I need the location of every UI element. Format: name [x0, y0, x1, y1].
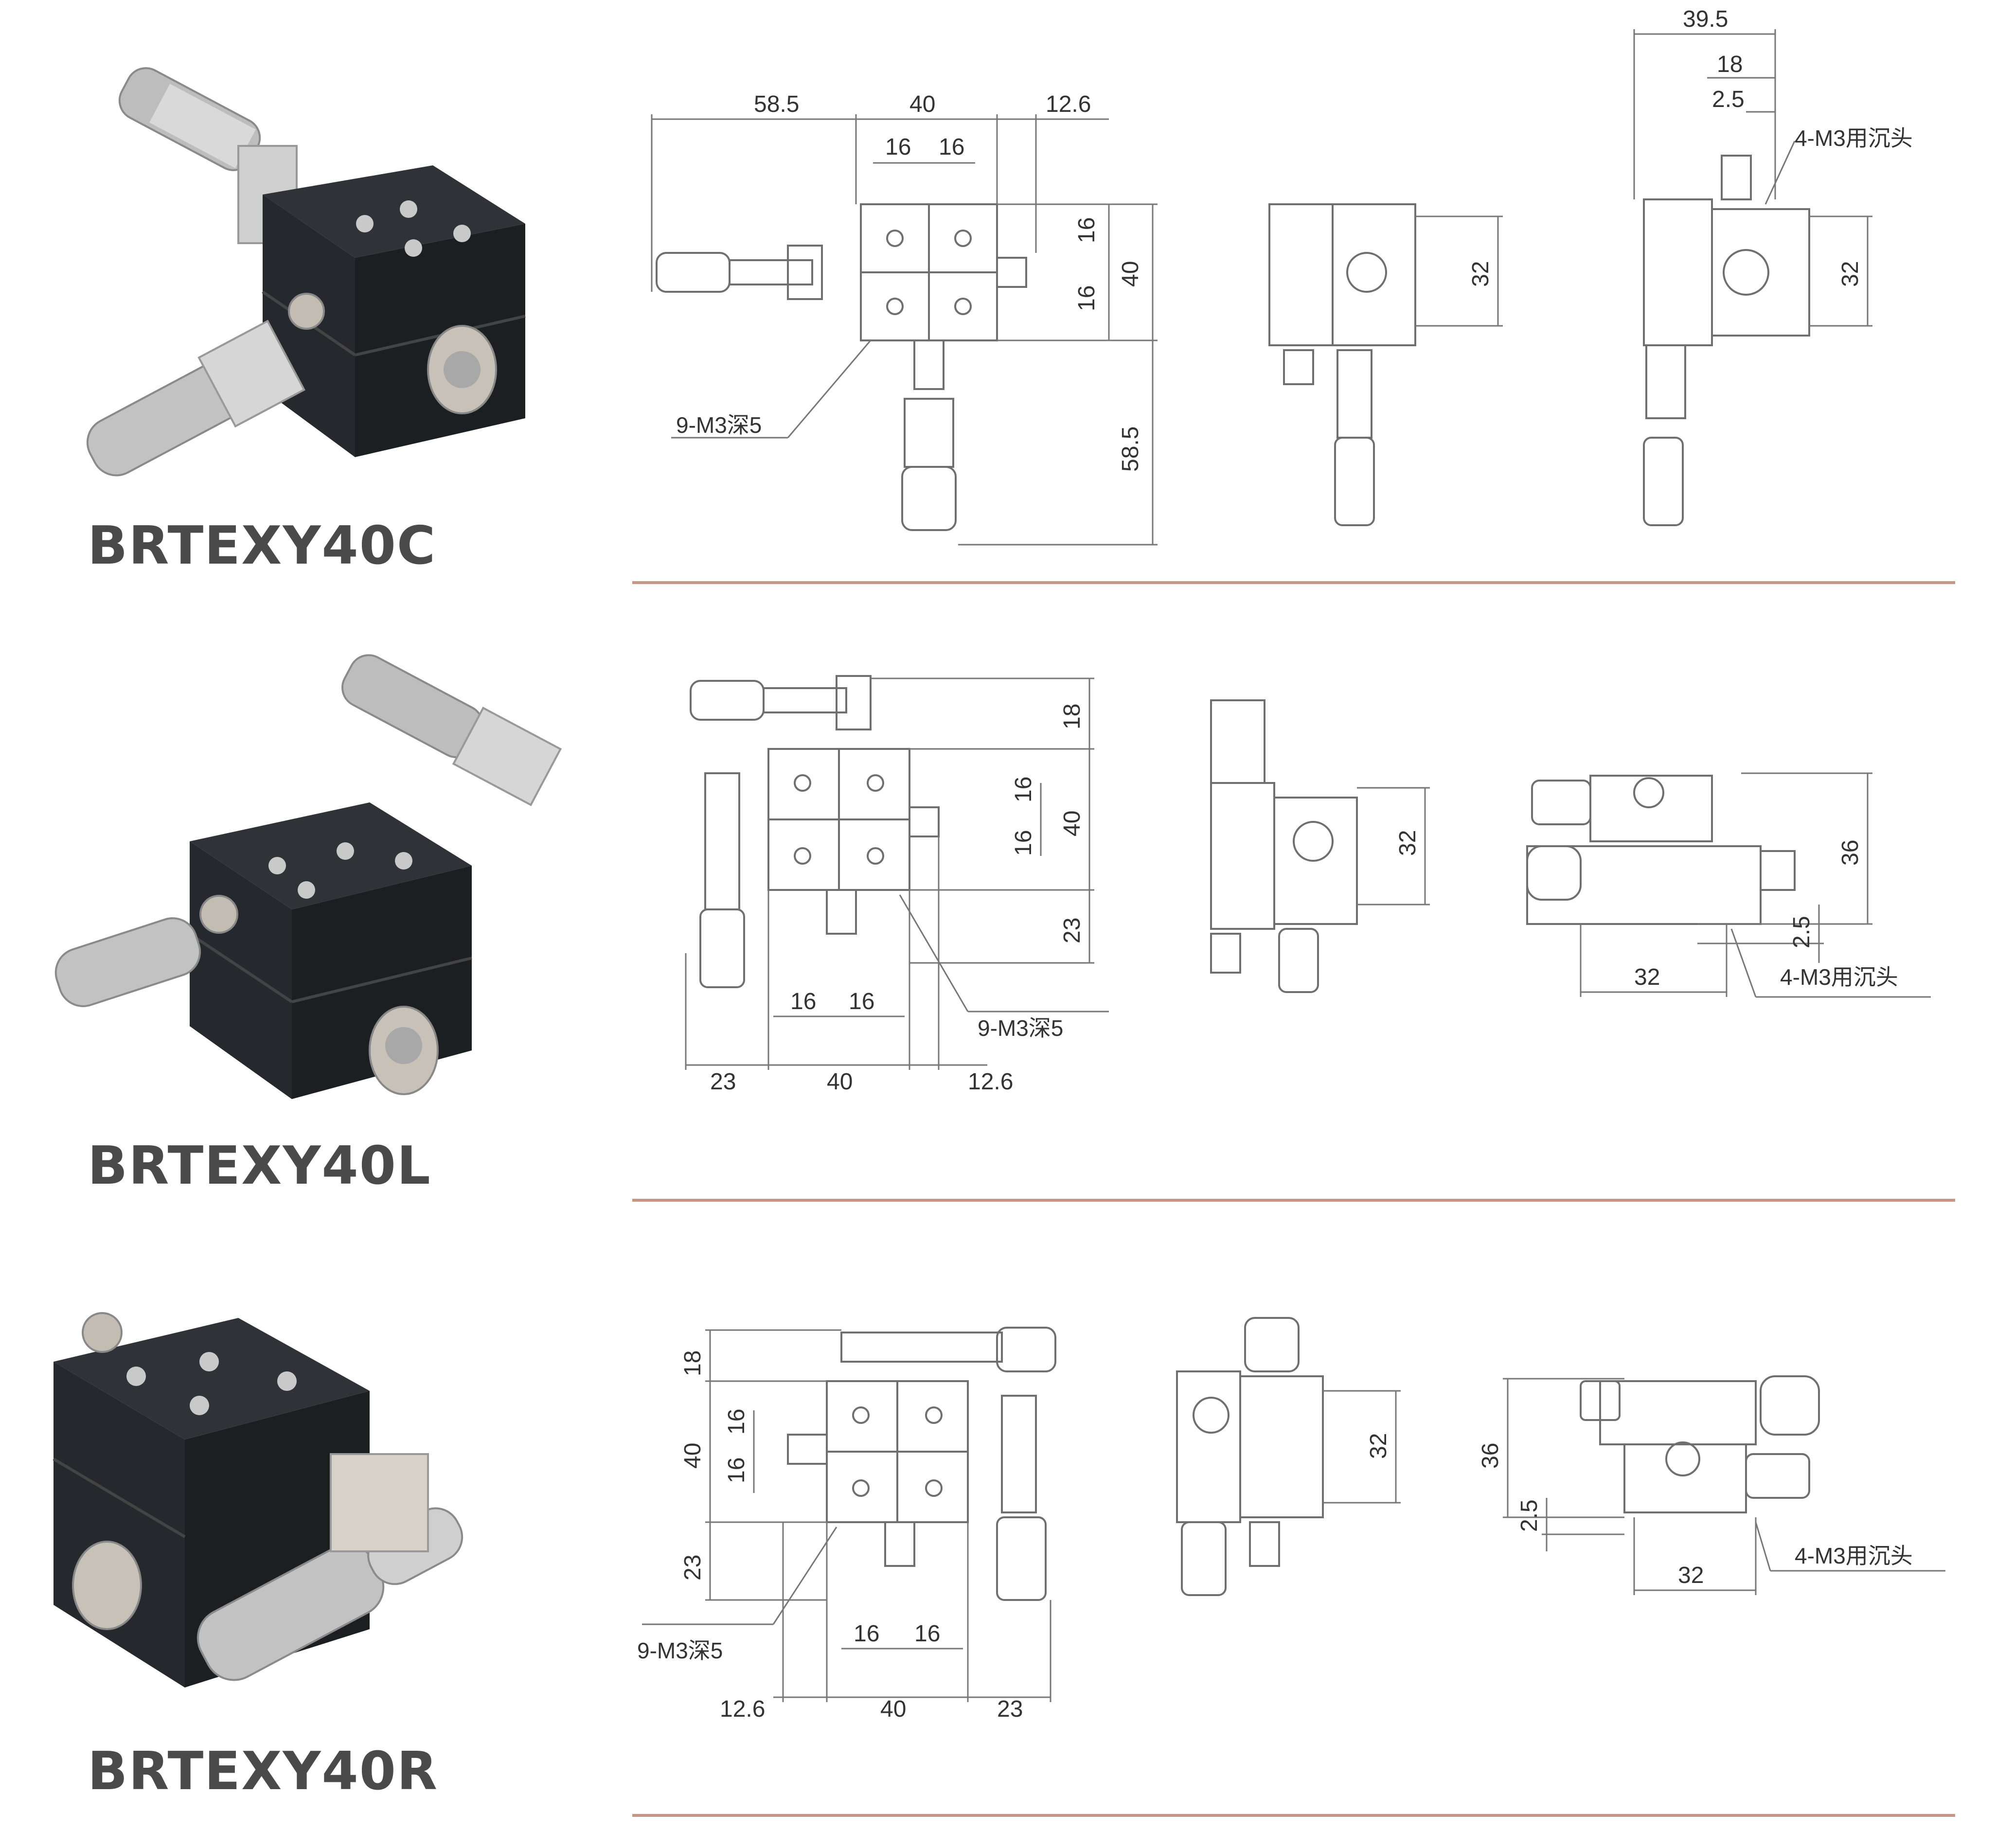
dim-v40: 40	[680, 1443, 706, 1469]
dim-v23: 23	[1059, 918, 1085, 943]
product-photo-40r	[53, 1312, 463, 1688]
end-2-5: 2.5	[1516, 1499, 1542, 1532]
model-name-40c: BRTEXY40C	[88, 515, 437, 576]
holes-note: 9-M3深5	[676, 412, 762, 438]
side-32: 32	[1395, 830, 1421, 856]
dim-v16-a: 16	[1011, 777, 1036, 802]
end-32: 32	[1678, 1563, 1704, 1588]
end-39-5: 39.5	[1683, 6, 1728, 32]
dim-58-5: 58.5	[754, 91, 799, 117]
dim-v18: 18	[680, 1350, 706, 1376]
counter-note: 4-M3用沉头	[1795, 1543, 1913, 1568]
dim-16-b: 16	[939, 134, 964, 160]
holes-note: 9-M3深5	[978, 1015, 1063, 1041]
dimension-drawings-40r: 18 40 16 16 23 9-M3深5 16 16 12.6 40 23 3…	[637, 1317, 1945, 1722]
end-36: 36	[1837, 840, 1863, 866]
product-photo-40c	[86, 67, 526, 477]
dim-v16-b: 16	[724, 1457, 749, 1483]
dim-12-6: 12.6	[968, 1069, 1013, 1095]
dim-v18: 18	[1059, 704, 1085, 729]
dim-v58-5: 58.5	[1118, 426, 1143, 472]
side-32: 32	[1468, 261, 1494, 287]
model-name-40l: BRTEXY40L	[88, 1136, 431, 1196]
end-18: 18	[1717, 52, 1743, 77]
model-name-40r: BRTEXY40R	[88, 1741, 439, 1802]
dim-16-a: 16	[790, 989, 816, 1014]
dim-v16-a: 16	[1074, 217, 1100, 243]
dim-23: 23	[710, 1069, 736, 1095]
end-32: 32	[1634, 964, 1660, 990]
divider-3	[632, 1814, 1955, 1817]
dimension-drawings-40c: 58.5 40 12.6 16 16 16 16 40 58.5 9-M3深5 …	[651, 6, 1913, 546]
product-row-40c: BRTEXY40C	[0, 0, 1996, 608]
counter-note: 4-M3用沉头	[1795, 125, 1913, 151]
product-row-40r: BRTEXY40R 18 40 16 16 23 9-M3深5	[0, 1230, 1996, 1838]
dim-40: 40	[827, 1069, 853, 1095]
divider-2	[632, 1199, 1955, 1202]
dim-12-6: 12.6	[720, 1696, 765, 1722]
dim-12-6: 12.6	[1046, 91, 1091, 117]
dim-v40: 40	[1059, 811, 1085, 836]
end-32: 32	[1837, 261, 1863, 287]
dim-16-b: 16	[914, 1621, 940, 1647]
end-36: 36	[1478, 1443, 1503, 1469]
side-32: 32	[1366, 1433, 1391, 1459]
end-2-5: 2.5	[1712, 87, 1745, 112]
dim-40: 40	[880, 1696, 906, 1722]
dimension-drawings-40l: 18 16 16 40 23 16 16 9-M3深5 23 40 12.6 3…	[685, 675, 1931, 1095]
product-photo-40l	[54, 654, 562, 1099]
dim-v23: 23	[680, 1555, 706, 1581]
dim-v16-b: 16	[1074, 285, 1100, 311]
holes-note: 9-M3深5	[637, 1638, 723, 1663]
dim-v16-a: 16	[724, 1409, 749, 1435]
end-2-5: 2.5	[1789, 916, 1815, 948]
dim-16-b: 16	[849, 989, 874, 1014]
dim-v40: 40	[1118, 261, 1143, 287]
dim-v16-b: 16	[1011, 830, 1036, 856]
dim-16-a: 16	[885, 134, 911, 160]
dim-40: 40	[909, 91, 935, 117]
dim-23: 23	[997, 1696, 1023, 1722]
counter-note: 4-M3用沉头	[1780, 964, 1898, 990]
product-row-40l: BRTEXY40L 18 16 16 40 23 1	[0, 613, 1996, 1221]
divider-1	[632, 581, 1955, 584]
dim-16-a: 16	[854, 1621, 879, 1647]
